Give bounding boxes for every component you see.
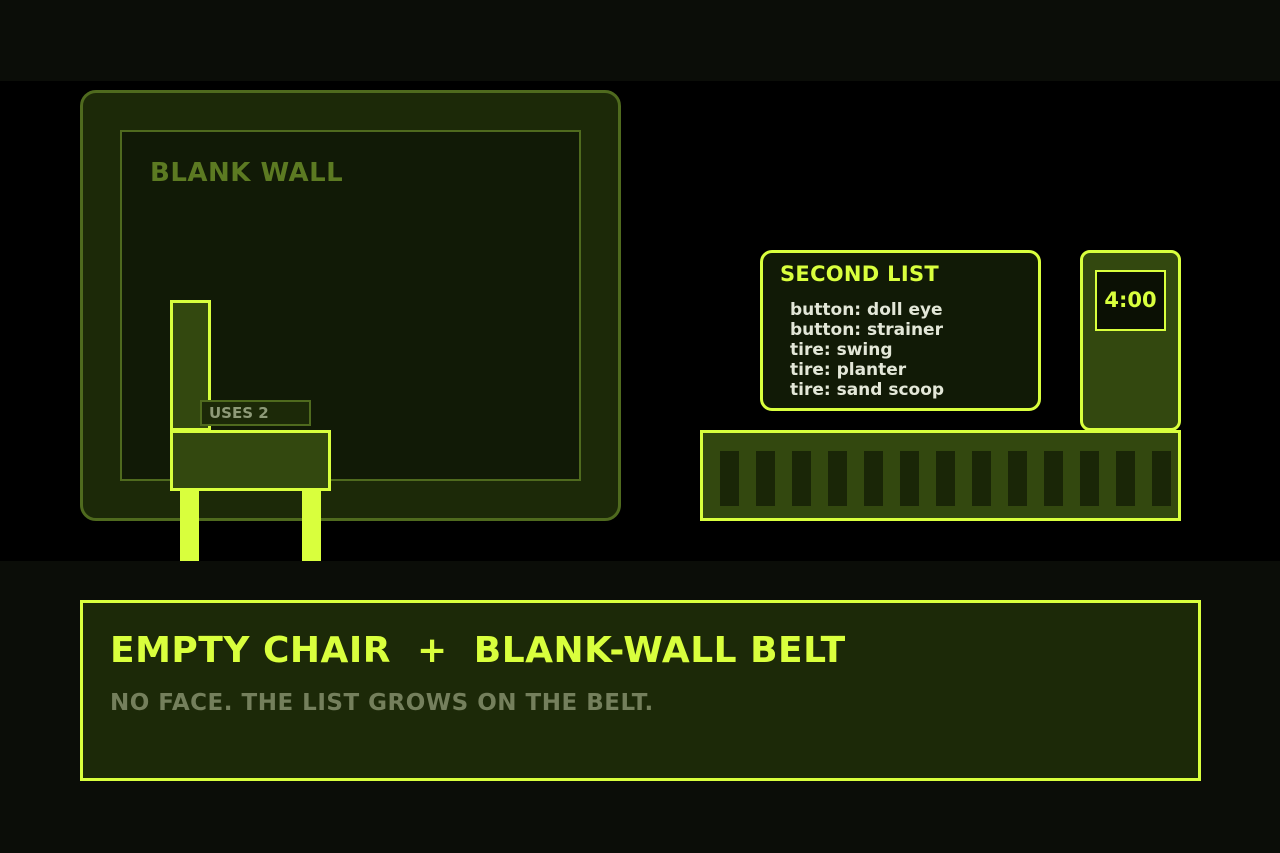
- second-list-items: button: doll eye button: strainer tire: …: [790, 300, 944, 400]
- belt-slat: [828, 451, 847, 506]
- list-item: tire: sand scoop: [790, 380, 945, 400]
- belt-slat: [864, 451, 883, 506]
- chair-uses-tag: USES 2: [200, 400, 311, 426]
- caption-subtitle: NO FACE. THE LIST GROWS ON THE BELT.: [110, 690, 654, 716]
- chair-leg-right: [302, 489, 321, 561]
- belt-slat: [1116, 451, 1135, 506]
- top-band: [0, 0, 1280, 81]
- belt-slat: [1008, 451, 1027, 506]
- belt-slat: [720, 451, 739, 506]
- belt-slat: [756, 451, 775, 506]
- belt-slat: [972, 451, 991, 506]
- chair-leg-left: [180, 489, 199, 561]
- list-item: tire: planter: [790, 360, 907, 380]
- belt-slat: [936, 451, 955, 506]
- belt-slat: [1080, 451, 1099, 506]
- list-item: button: doll eye: [790, 300, 943, 320]
- belt-slat: [792, 451, 811, 506]
- timer-display: 4:00: [1095, 270, 1166, 331]
- blank-wall-label: BLANK WALL: [150, 158, 344, 188]
- list-item: button: strainer: [790, 320, 943, 340]
- list-item: tire: swing: [790, 340, 893, 360]
- caption-title: EMPTY CHAIR + BLANK-WALL BELT: [110, 630, 846, 671]
- second-list-panel: [760, 250, 1041, 411]
- chair-seat: [170, 430, 331, 491]
- belt-slat: [1152, 451, 1171, 506]
- caption-box: [80, 600, 1201, 781]
- belt-slat: [1044, 451, 1063, 506]
- second-list-title: SECOND LIST: [780, 262, 939, 286]
- conveyor-belt: [700, 430, 1181, 521]
- belt-slat: [900, 451, 919, 506]
